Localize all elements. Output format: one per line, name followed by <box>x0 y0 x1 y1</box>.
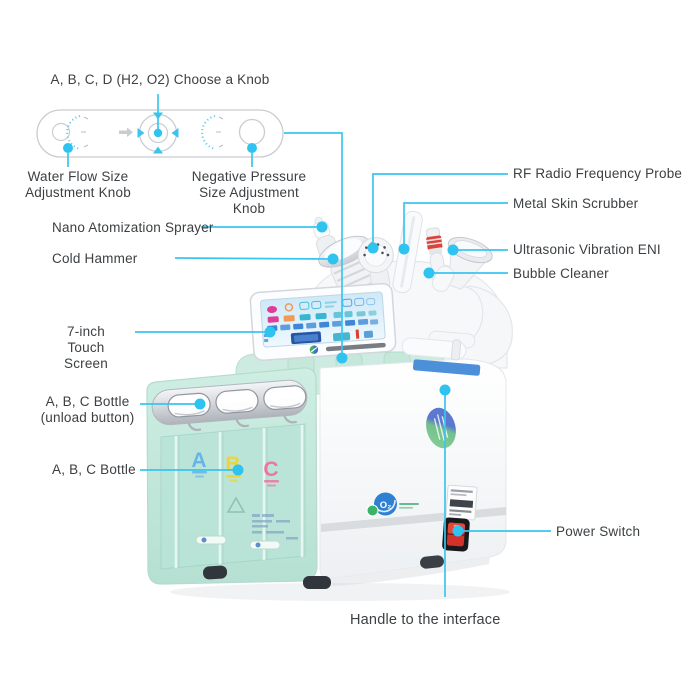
negative-pressure-knob <box>238 118 266 146</box>
bottle-letter-c: C <box>263 458 278 481</box>
callout-lines <box>67 94 551 597</box>
base-edge <box>330 557 490 586</box>
bezel-slot <box>325 342 386 352</box>
printed-text-marks <box>252 514 298 540</box>
label-bottle: A, B, C Bottle <box>52 462 136 477</box>
bottle-compartment: A B C <box>160 423 306 570</box>
label-bubble-cleaner: Bubble Cleaner <box>513 266 609 281</box>
shadow <box>170 583 510 601</box>
o2-logo: O₂ <box>366 492 419 517</box>
unload-buttons <box>167 385 307 418</box>
bottle-level-marks <box>192 471 279 487</box>
arrow-icon <box>119 127 133 137</box>
screen-icons <box>263 297 379 345</box>
label-choose-knob: A, B, C, D (H2, O2) Choose a Knob <box>50 72 270 87</box>
handle-tubes <box>401 330 476 361</box>
bottle-letter-a: A <box>191 449 206 472</box>
feet <box>203 555 444 589</box>
bottle-hooks <box>187 415 298 432</box>
side-panel <box>319 358 507 580</box>
label-ultrasonic-vibration-eni: Ultrasonic Vibration ENI <box>513 242 661 257</box>
callout-dots <box>63 128 464 537</box>
blue-strip <box>412 359 481 376</box>
label-metal-skin-scrubber: Metal Skin Scrubber <box>513 196 639 211</box>
label-rf-probe: RF Radio Frequency Probe <box>513 166 683 181</box>
barcode-sticker <box>445 484 478 521</box>
label-water-flow-knob: Water Flow Size Adjustment Knob <box>25 169 131 200</box>
o2-logo-text: O₂ <box>380 500 392 511</box>
water-flow-knob <box>51 122 71 142</box>
bottle-sliders <box>195 535 281 550</box>
touch-screen <box>249 282 397 362</box>
label-bottle-unload-button: A, B, C Bottle (unload button) <box>40 394 135 425</box>
label-nano-atomization-sprayer: Nano Atomization Sprayer <box>52 220 214 235</box>
label-cold-hammer: Cold Hammer <box>52 251 138 266</box>
label-touch-screen: 7-inch Touch Screen <box>64 324 108 371</box>
bezel-logo-icon <box>309 345 319 354</box>
label-handle-interface: Handle to the interface <box>350 612 501 628</box>
warning-triangle-icon <box>226 496 246 513</box>
unload-button-strip <box>151 379 308 432</box>
label-power-switch: Power Switch <box>556 524 641 539</box>
label-negative-pressure-knob: Negative Pressure Size Adjustment Knob <box>191 169 307 216</box>
